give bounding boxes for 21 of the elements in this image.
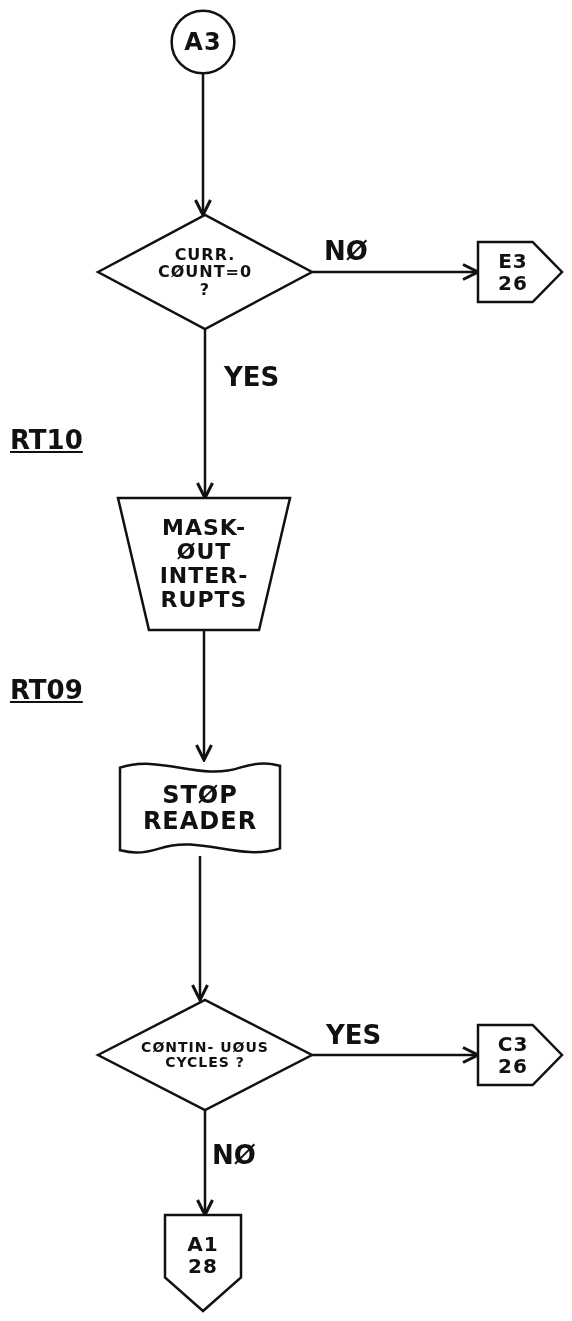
arrow (194, 74, 212, 217)
step-label: RT10 (10, 425, 83, 455)
arrow (195, 630, 213, 762)
node-label: MASK- ØUT INTER- RUPTS (158, 515, 250, 613)
node-label: E3 26 (497, 250, 529, 294)
node-label: CURR. CØUNT=0 ? (156, 245, 254, 299)
node-label: CØNTIN- UØUS CYCLES ? (140, 1039, 270, 1071)
node-label: A1 28 (186, 1233, 220, 1277)
decision-diamond (98, 1000, 312, 1110)
offpage-connector (478, 1025, 562, 1085)
node-label: A3 (184, 28, 222, 56)
connector-circle (171, 10, 235, 74)
decision-diamond (98, 215, 312, 329)
arrow (191, 856, 209, 1002)
node-label: C3 26 (496, 1033, 530, 1077)
offpage-connector (165, 1215, 241, 1311)
punched-tape-shape (120, 760, 280, 856)
offpage-connector (478, 242, 562, 302)
node-label: STØP READER (141, 781, 259, 835)
manual-operation-trapezoid (118, 498, 290, 630)
step-label: RT09 (10, 675, 83, 705)
